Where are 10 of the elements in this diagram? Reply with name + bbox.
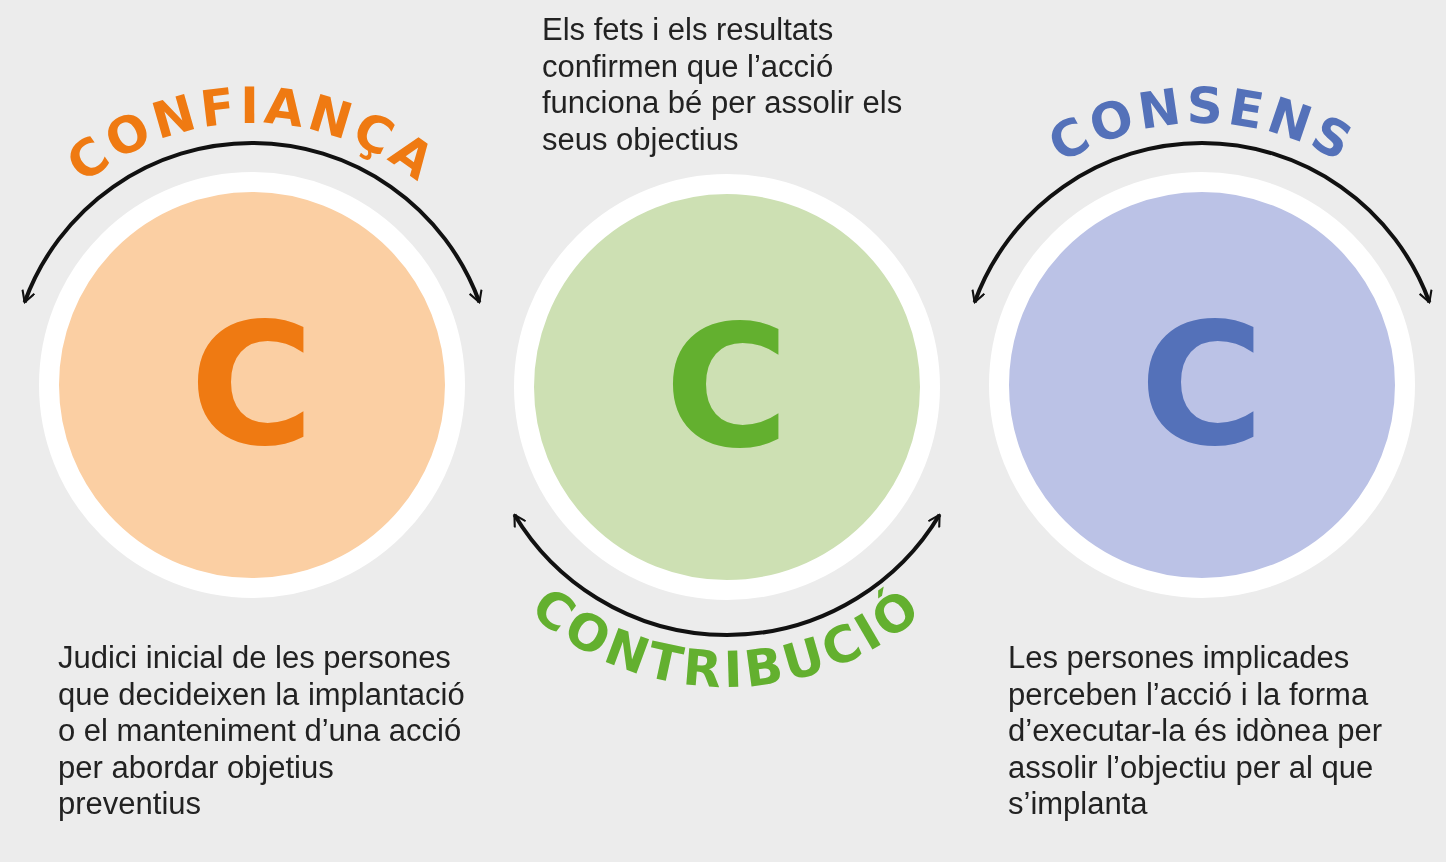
description-text: Els fets i els resultats confirmen que l’acció funciona bé per assolir els seus objectius [542,12,904,158]
description-text: Judici inicial de les persones que decideixen la implantació o el manteniment d’una acció per abordar objetius preventius [58,640,466,823]
letter: C [1139,300,1265,470]
curved-double-arrow [972,141,1432,304]
letter: C [189,300,315,470]
description-text: Les persones implicades perceben l’acció i la forma d’executar-la és idònea per assolir l’objectiu per al que s’implanta [1008,640,1383,823]
curved-double-arrow [22,141,482,304]
letter: C [664,302,790,472]
curved-double-arrow [512,513,942,637]
curved-heading: CONSENS [1039,76,1365,174]
